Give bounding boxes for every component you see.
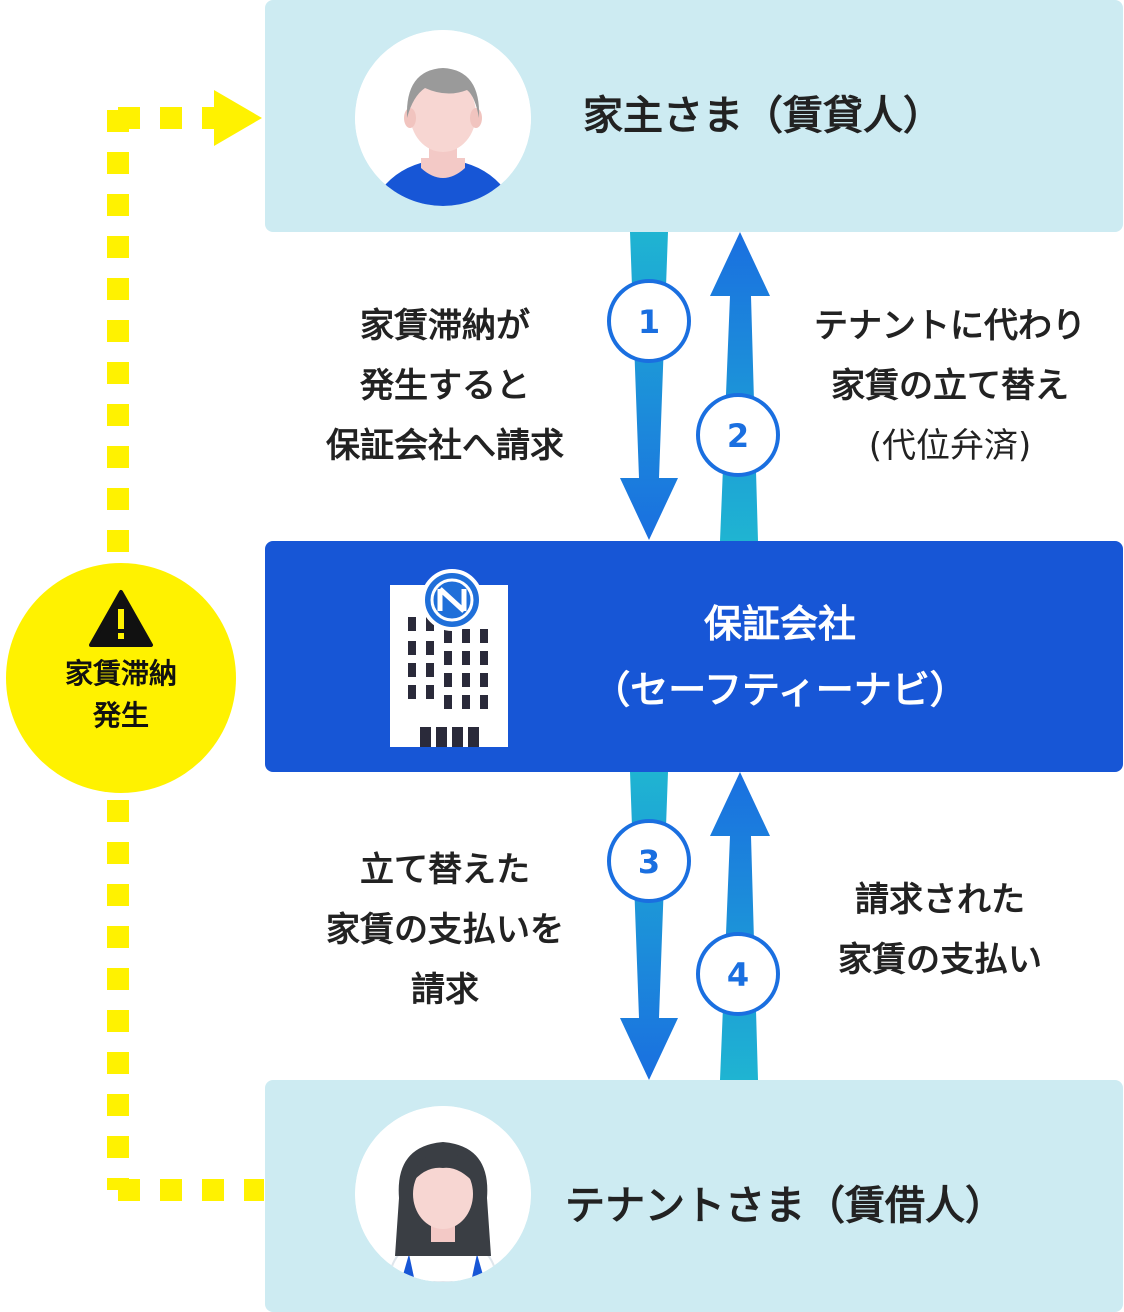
svg-text:1: 1 xyxy=(638,303,660,341)
step3-label: 立て替えた 家賃の支払いを 請求 xyxy=(326,850,564,1010)
arrow-down-3 xyxy=(620,772,678,1080)
arrow-up-2 xyxy=(710,232,770,541)
step2-label: テナントに代わり 家賃の立て替え (代位弁済) xyxy=(814,306,1086,466)
tenant-title: テナントさま（賃借人） xyxy=(565,1183,1005,1229)
svg-text:2: 2 xyxy=(727,417,749,455)
warning-dashed-path xyxy=(107,107,264,1201)
step-circle-2: 2 xyxy=(696,393,780,477)
warning-line1: 家賃滞納 xyxy=(64,657,177,690)
landlord-avatar-icon xyxy=(355,30,531,206)
landlord-title: 家主さま（賃貸人） xyxy=(583,93,943,139)
arrow-down-1 xyxy=(620,232,678,540)
tenant-avatar-icon xyxy=(355,1106,531,1282)
warning-arrowhead xyxy=(214,90,262,146)
svg-text:4: 4 xyxy=(727,956,749,994)
building-icon xyxy=(386,567,516,753)
tenant-panel: テナントさま（賃借人） xyxy=(265,1080,1123,1312)
arrow-up-4 xyxy=(710,772,770,1080)
landlord-panel: 家主さま（賃貸人） xyxy=(265,0,1123,232)
company-subname: （セーフティーナビ） xyxy=(592,668,968,712)
step1-label: 家賃滞納が 発生すると 保証会社へ請求 xyxy=(326,306,564,466)
warning-badge: 家賃滞納 発生 xyxy=(6,563,236,793)
step-circle-4: 4 xyxy=(696,932,780,1016)
step4-label: 請求された 家賃の支払い xyxy=(838,880,1042,980)
svg-text:3: 3 xyxy=(638,843,660,881)
company-name: 保証会社 xyxy=(703,602,856,646)
warning-line2: 発生 xyxy=(92,699,149,732)
warning-icon xyxy=(89,590,153,647)
step-circle-1: 1 xyxy=(607,279,691,363)
step-circle-3: 3 xyxy=(607,819,691,903)
